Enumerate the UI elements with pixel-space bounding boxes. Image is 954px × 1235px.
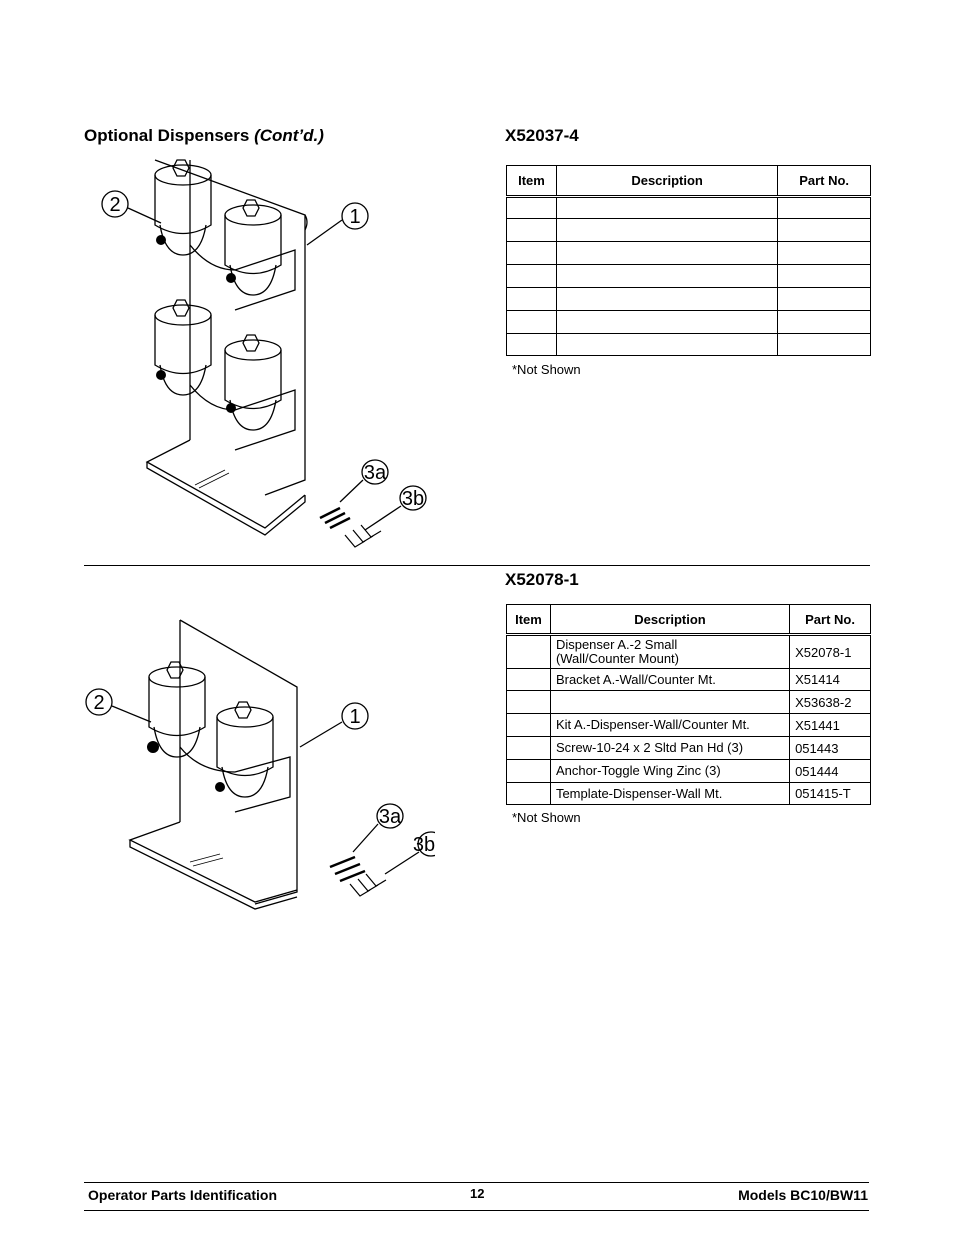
footer-left-text: Operator Parts Identification [88,1187,278,1203]
description-cell: Dispenser A.-2 Small (Wall/Counter Mount… [549,634,791,669]
footer-right-text: Models BC10/BW11 [738,1187,868,1203]
column-header-description: Description [555,165,779,198]
part-no-cell [777,264,871,288]
description-cell: Kit A.-Dispenser-Wall/Counter Mt. [549,713,791,737]
item-cell [506,713,551,737]
item-cell [506,634,551,669]
section-title: Optional Dispensers (Cont’d.) [84,126,324,146]
callout-1: 1 [349,206,360,228]
section-title-subtitle: (Cont’d.) [254,126,324,145]
description-cell [555,264,779,288]
description-cell [555,218,779,242]
description-cell [549,690,791,714]
section-divider [84,565,870,566]
callout-3a: 3a [379,806,402,828]
item-cell [506,264,557,288]
part-no-cell [777,310,871,334]
part-no-cell [777,196,871,219]
kit-title-2: X52078-1 [505,570,579,589]
part-no-cell: X51441 [789,713,871,737]
table-row: Anchor-Toggle Wing Zinc (3)051444 [506,759,871,783]
description-cell [555,287,779,311]
description-cell: Bracket A.-Wall/Counter Mt. [549,668,791,691]
part-no-cell: X53638-2 [789,690,871,714]
description-cell: Anchor-Toggle Wing Zinc (3) [549,759,791,783]
parts-table-2: Item Description Part No. Dispenser A.-2… [506,604,871,805]
table-row: Screw-10-24 x 2 Sltd Pan Hd (3)051443 [506,736,871,760]
part-no-cell [777,287,871,311]
item-cell [506,310,557,334]
table-row [506,196,871,219]
callout-1: 1 [349,706,360,728]
parts-table-1: Item Description Part No. [506,165,871,356]
part-no-cell: 051415-T [789,782,871,805]
table-header-row: Item Description Part No. [506,165,871,198]
callout-3a: 3a [364,462,387,484]
item-cell [506,218,557,242]
table-row [506,264,871,288]
part-no-cell: 051443 [789,736,871,760]
item-cell [506,690,551,714]
item-cell [506,736,551,760]
description-cell: Template-Dispenser-Wall Mt. [549,782,791,805]
description-cell [555,196,779,219]
description-cell [555,333,779,356]
page-number: 12 [470,1186,485,1201]
column-header-description: Description [549,604,791,636]
description-cell [555,310,779,334]
table-row: X53638-2 [506,690,871,714]
table-header-row: Item Description Part No. [506,604,871,636]
part-no-cell: X51414 [789,668,871,691]
dispenser-drawing-2: 2 1 3a 3b [85,619,435,910]
callout-3b: 3b [413,834,435,856]
table-row: Dispenser A.-2 Small (Wall/Counter Mount… [506,634,871,669]
table-row: Bracket A.-Wall/Counter Mt.X51414 [506,668,871,691]
item-cell [506,333,557,356]
callout-3b: 3b [402,488,424,510]
not-shown-note-2: *Not Shown [512,810,581,825]
description-cell: Screw-10-24 x 2 Sltd Pan Hd (3) [549,736,791,760]
item-cell [506,782,551,805]
part-no-cell [777,218,871,242]
column-header-item: Item [506,604,551,636]
callout-2: 2 [93,692,104,714]
part-no-cell: X52078-1 [789,634,871,669]
column-header-item: Item [506,165,557,198]
kit-title-1: X52037-4 [505,126,579,145]
table-row [506,333,871,356]
table-row [506,241,871,265]
item-cell [506,196,557,219]
table-row: Template-Dispenser-Wall Mt.051415-T [506,782,871,805]
part-no-cell: 051444 [789,759,871,783]
table-row [506,287,871,311]
not-shown-note-1: *Not Shown [512,362,581,377]
item-cell [506,668,551,691]
footer-bottom-rule [84,1210,869,1211]
part-no-cell [777,333,871,356]
footer-top-rule [84,1182,869,1183]
column-header-part-no: Part No. [777,165,871,198]
item-cell [506,287,557,311]
part-no-cell [777,241,871,265]
callout-2: 2 [109,194,120,216]
table-row [506,218,871,242]
dispenser-drawing-1: 2 1 3a 3b [101,159,427,548]
table-row [506,310,871,334]
column-header-part-no: Part No. [789,604,871,636]
item-cell [506,241,557,265]
section-title-text: Optional Dispensers [84,126,250,145]
table-row: Kit A.-Dispenser-Wall/Counter Mt.X51441 [506,713,871,737]
description-cell [555,241,779,265]
item-cell [506,759,551,783]
